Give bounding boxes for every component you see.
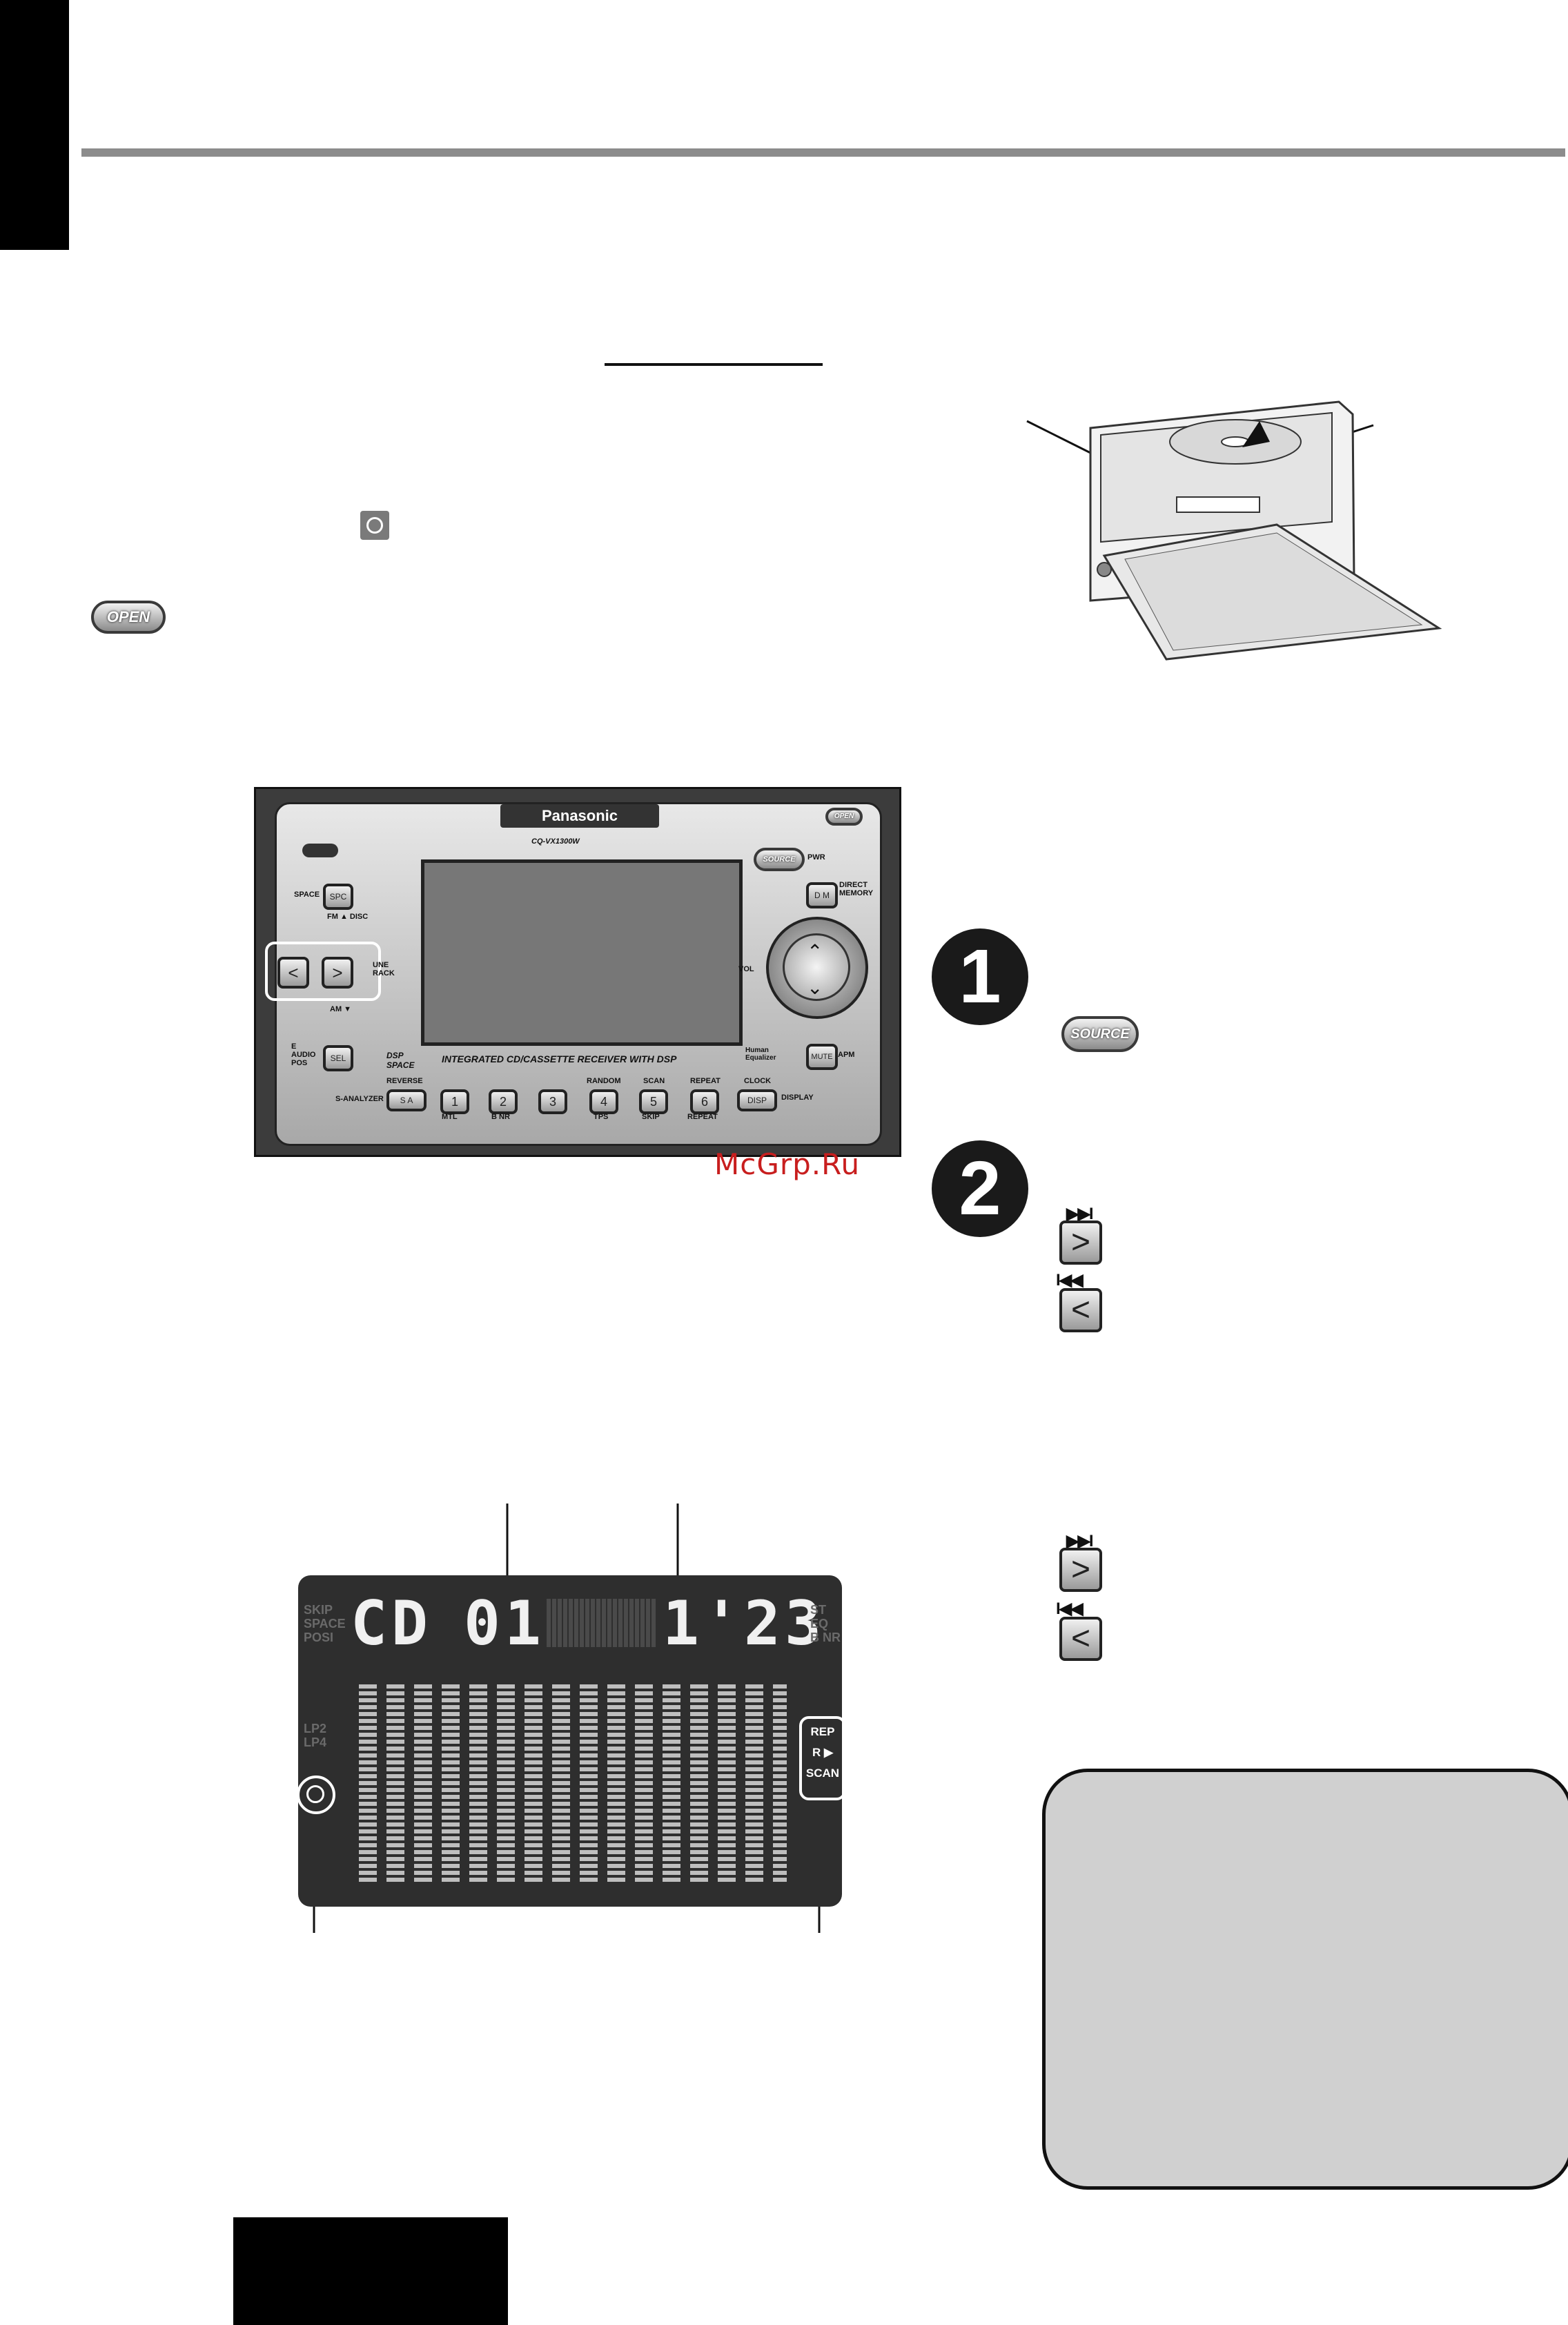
- mute-button[interactable]: MUTE: [806, 1044, 838, 1070]
- preset-2-sub: B NR: [491, 1113, 510, 1121]
- open-button-icon: OPEN: [91, 601, 166, 634]
- audio-posi-label: E AUDIO POS: [291, 1042, 316, 1067]
- volume-knob[interactable]: ⌃ ⌄: [766, 917, 868, 1019]
- note-box: [1042, 1769, 1568, 2190]
- fm-disc-label: FM ▲ DISC: [327, 913, 369, 921]
- vol-label: VOL: [738, 965, 754, 973]
- prev-track-icon: <: [1059, 1288, 1102, 1332]
- disp-button[interactable]: DISP: [737, 1089, 777, 1111]
- random-label: RANDOM: [587, 1077, 621, 1085]
- direct-memory-label: DIRECT MEMORY: [839, 881, 874, 897]
- prev-symbol-label: I◀◀: [1056, 1271, 1084, 1290]
- preset-6-button[interactable]: 6: [690, 1089, 719, 1114]
- dm-button[interactable]: D M: [806, 882, 838, 908]
- pwr-label: PWR: [807, 853, 825, 862]
- section-tab: [0, 0, 69, 250]
- lcd-track: 01: [464, 1588, 545, 1659]
- down-arrow-icon: ⌄: [807, 977, 823, 998]
- disc-icon: [360, 511, 389, 540]
- step-1-marker: 1: [932, 928, 1028, 1025]
- lcd-spectrum-analyzer: [359, 1684, 787, 1885]
- source-button[interactable]: SOURCE: [754, 848, 805, 871]
- scan-label: SCAN: [643, 1077, 665, 1085]
- step-2-marker: 2: [932, 1140, 1028, 1237]
- repeat-label: REPEAT: [690, 1077, 721, 1085]
- preset-2-button[interactable]: 2: [489, 1089, 518, 1114]
- lcd-time: 1'23: [663, 1588, 825, 1659]
- clock-label: CLOCK: [744, 1077, 772, 1085]
- next-symbol-label-2: ▶▶I: [1066, 1532, 1094, 1550]
- header-rule: [81, 148, 1565, 157]
- sa-button[interactable]: S A: [386, 1089, 427, 1111]
- next-symbol-label: ▶▶I: [1066, 1205, 1094, 1223]
- display-label: DISPLAY: [781, 1093, 814, 1102]
- next-track-button[interactable]: >: [322, 957, 353, 989]
- page-number-tab: [233, 2217, 508, 2325]
- track-buttons-highlight: [265, 942, 381, 1001]
- display-screen: [421, 859, 743, 1046]
- up-arrow-icon: ⌃: [807, 941, 823, 962]
- am-label: AM ▼: [330, 1005, 352, 1013]
- spc-button[interactable]: SPC: [323, 884, 353, 910]
- space-label: SPACE: [294, 891, 320, 899]
- preset-4-button[interactable]: 4: [589, 1089, 618, 1114]
- dsp-space-label: DSP SPACE: [386, 1051, 415, 1070]
- prev-track-button[interactable]: <: [277, 957, 309, 989]
- remove-button[interactable]: [302, 844, 338, 857]
- preset-3-button[interactable]: 3: [538, 1089, 567, 1114]
- lcd-source: CD: [351, 1588, 432, 1659]
- prev-symbol-label-2: I◀◀: [1056, 1599, 1084, 1618]
- cd-deck-illustration: [1089, 400, 1442, 661]
- prev-track-icon-2: <: [1059, 1617, 1102, 1661]
- apm-label: APM: [838, 1051, 855, 1059]
- open-button[interactable]: OPEN: [825, 808, 863, 826]
- sel-button[interactable]: SEL: [323, 1045, 353, 1071]
- brand-logo: Panasonic: [500, 804, 659, 828]
- next-track-icon: >: [1059, 1220, 1102, 1265]
- next-track-icon-2: >: [1059, 1548, 1102, 1592]
- preset-5-sub: SKIP: [642, 1113, 660, 1121]
- watermark: McGrp.Ru: [714, 1147, 861, 1181]
- unit-description: INTEGRATED CD/CASSETTE RECEIVER WITH DSP: [442, 1053, 677, 1064]
- preset-1-sub: MTL: [442, 1113, 458, 1121]
- reverse-label: REVERSE: [386, 1077, 423, 1085]
- preset-1-button[interactable]: 1: [440, 1089, 469, 1114]
- source-button-icon: SOURCE: [1061, 1016, 1139, 1052]
- model-label: CQ-VX1300W: [531, 837, 580, 846]
- preset-4-sub: TPS: [594, 1113, 609, 1121]
- lcd-disc-icon: [297, 1776, 335, 1814]
- s-analyzer-label: S-ANALYZER: [335, 1095, 384, 1103]
- preset-6-sub: REPEAT: [687, 1113, 718, 1121]
- human-eq-label: Human Equalizer: [745, 1047, 776, 1062]
- tune-track-label: UNE RACK: [373, 961, 395, 977]
- lcd-dot-matrix: [547, 1599, 657, 1647]
- preset-5-button[interactable]: 5: [639, 1089, 668, 1114]
